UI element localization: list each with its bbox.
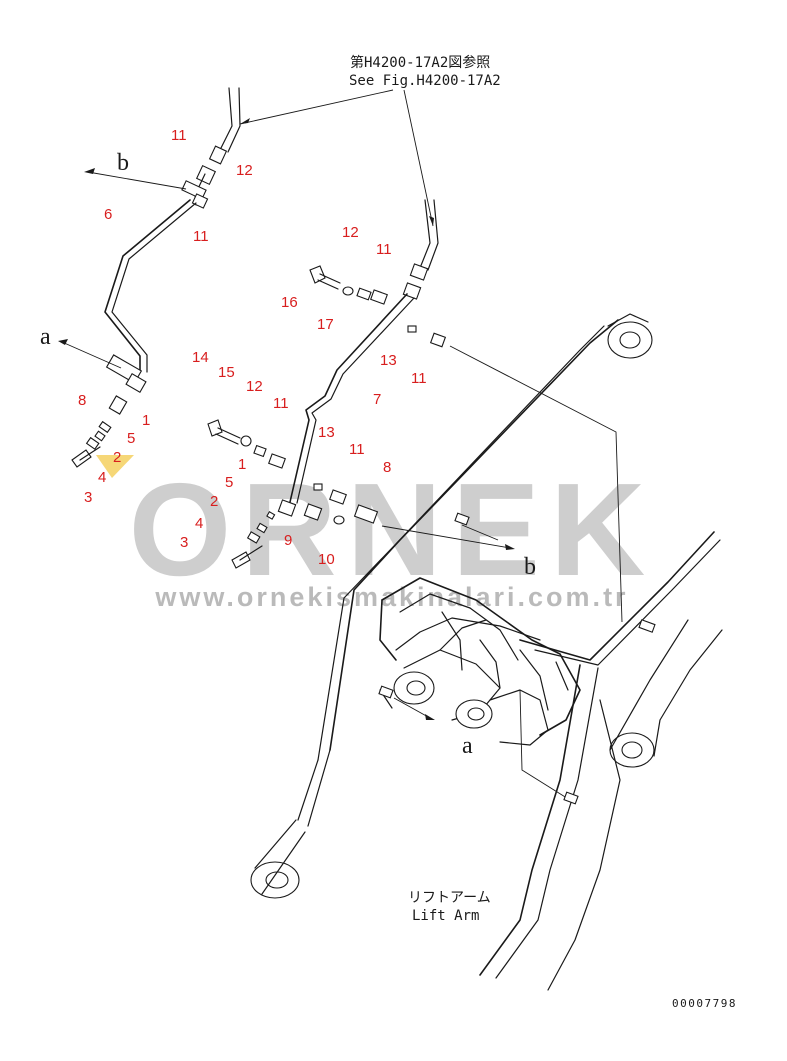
upper-bolt-group <box>309 265 447 348</box>
drawing-number: 00007798 <box>672 997 737 1010</box>
callout-label: 16 <box>281 294 298 311</box>
lift-arm-en: Lift Arm <box>412 908 479 924</box>
callout-label: 3 <box>84 489 92 506</box>
callout-label: 2 <box>210 493 218 510</box>
callout-label: 7 <box>373 391 381 408</box>
callout-label: 17 <box>317 316 334 333</box>
callout-label: 10 <box>318 551 335 568</box>
callout-label: 1 <box>142 412 150 429</box>
callout-label: 2 <box>113 449 121 466</box>
lift-arm-jp: リフトアーム <box>408 890 491 906</box>
watermark-url: www.ornekismakinalari.com.tr <box>154 582 628 612</box>
callout-label: 11 <box>171 127 187 144</box>
lift-arm-label: リフトアーム Lift Arm <box>408 890 491 924</box>
view-letters: b a b a <box>40 150 536 759</box>
left-fittings <box>71 420 112 468</box>
reference-leaders <box>239 89 434 227</box>
view-letter: b <box>117 150 129 176</box>
lift-arm <box>250 313 723 991</box>
watermark-accent-shape <box>96 455 134 478</box>
view-arrows-left <box>58 168 187 369</box>
callout-label: 12 <box>246 378 263 395</box>
view-letter: a <box>40 324 51 350</box>
view-letter: a <box>462 733 473 759</box>
callout-label: 5 <box>127 430 135 447</box>
callout-label: 13 <box>380 352 397 369</box>
callouts: 11 12 11 6 8 1 5 2 4 3 12 11 16 17 13 11… <box>78 127 427 568</box>
reference-jp: 第H4200-17A2図参照 <box>350 54 490 71</box>
watermark-brand: ORNEK <box>129 456 656 603</box>
callout-label: 11 <box>193 228 209 245</box>
reference-en: See Fig.H4200-17A2 <box>349 73 501 89</box>
callout-label: 11 <box>376 241 392 258</box>
callout-label: 1 <box>238 456 246 473</box>
callout-label: 14 <box>192 349 209 366</box>
callout-label: 8 <box>383 459 391 476</box>
pipe-7 <box>277 199 439 517</box>
callout-label: 11 <box>411 370 427 387</box>
callout-label: 3 <box>180 534 188 551</box>
callout-label: 9 <box>284 532 292 549</box>
pipe-6 <box>104 87 241 415</box>
watermark: ORNEK www.ornekismakinalari.com.tr <box>96 455 656 612</box>
callout-label: 15 <box>218 364 235 381</box>
view-letter: b <box>524 554 536 580</box>
callout-label: 4 <box>195 515 203 532</box>
callout-label: 11 <box>273 395 289 412</box>
middle-bolt-group <box>207 419 286 469</box>
callout-label: 8 <box>78 392 86 409</box>
lower-fittings <box>231 483 379 569</box>
callout-label: 12 <box>236 162 253 179</box>
callout-label: 4 <box>98 469 106 486</box>
leader-lines <box>381 345 623 801</box>
callout-label: 5 <box>225 474 233 491</box>
reference-note: 第H4200-17A2図参照 See Fig.H4200-17A2 <box>349 54 501 89</box>
callout-label: 11 <box>349 441 365 458</box>
callout-label: 13 <box>318 424 335 441</box>
callout-label: 6 <box>104 206 112 223</box>
callout-label: 12 <box>342 224 359 241</box>
